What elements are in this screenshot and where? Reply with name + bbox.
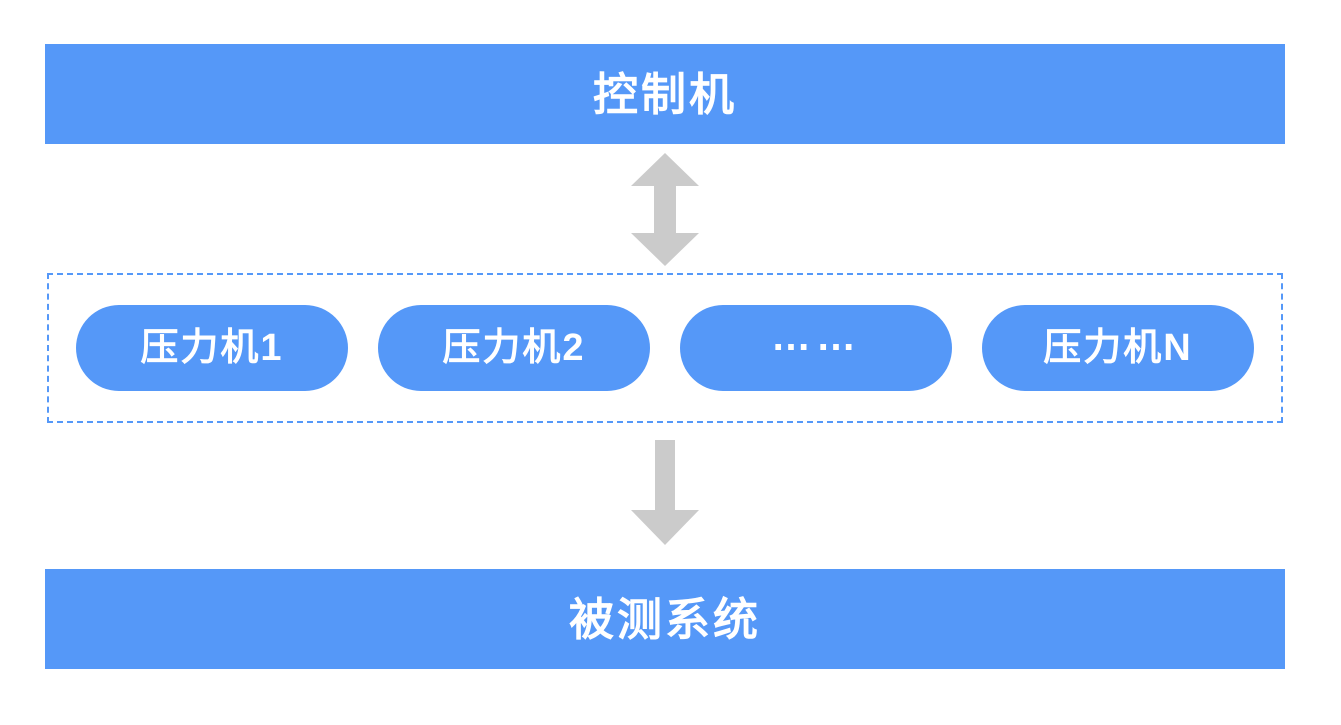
load-generator-pill-label: 压力机1: [140, 327, 284, 369]
system-under-test-label: 被测系统: [568, 593, 761, 645]
system-under-test-bar: 被测系统: [45, 569, 1285, 669]
bidirectional-arrow-icon: [631, 153, 699, 266]
load-generator-pill-label: 压力机2: [442, 327, 586, 369]
load-generator-pill-label: 压力机N: [1043, 327, 1193, 369]
load-generator-pill: 压力机1: [76, 305, 348, 391]
control-machine-label: 控制机: [592, 68, 737, 120]
load-generator-group: 压力机1 压力机2 …… 压力机N: [47, 273, 1283, 423]
load-generator-pill: ……: [680, 305, 952, 391]
load-generator-pill: 压力机2: [378, 305, 650, 391]
load-generator-pill: 压力机N: [982, 305, 1254, 391]
control-machine-bar: 控制机: [45, 44, 1285, 144]
load-generator-pill-label: ……: [771, 315, 861, 360]
down-arrow-icon: [631, 440, 699, 545]
